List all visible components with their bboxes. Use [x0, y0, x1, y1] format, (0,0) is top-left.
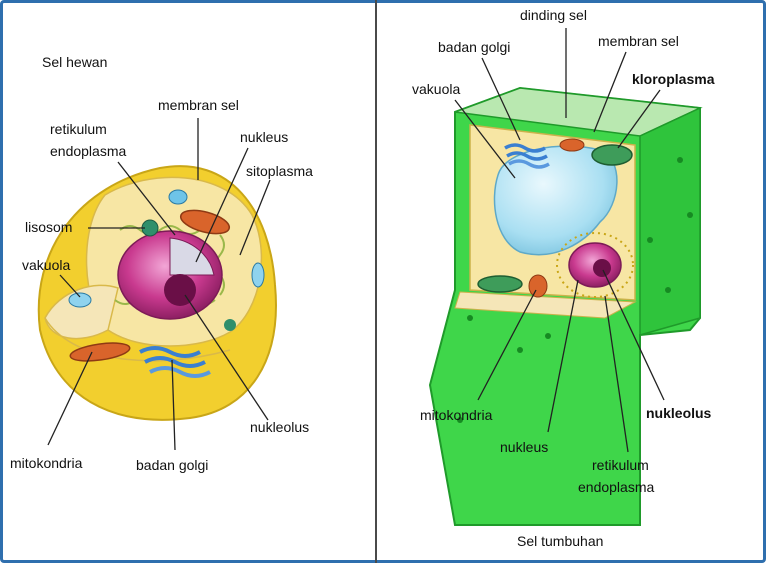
plant-vacuole: [493, 145, 618, 256]
animal-label-vakuola: vakuola: [22, 257, 70, 273]
plant-label-membran-sel: membran sel: [598, 33, 679, 49]
animal-cytoplasm-shelf: [44, 284, 119, 340]
plant-mitochondria-1: [559, 138, 585, 152]
animal-golgi: [139, 346, 211, 378]
plant-cell: [428, 28, 703, 526]
animal-cell: [37, 118, 277, 451]
animal-label-mitokondria: mitokondria: [10, 455, 83, 471]
animal-mitochondria-2: [69, 342, 131, 362]
plant-chloroplast-1: [591, 144, 633, 166]
animal-label-nukleolus: nukleolus: [250, 419, 309, 435]
plant-label-dinding-sel: dinding sel: [520, 7, 587, 23]
animal-label-sitoplasma: sitoplasma: [246, 163, 313, 179]
plant-er: [556, 232, 634, 298]
plant-label-endoplasma: endoplasma: [578, 479, 654, 495]
plant-cell-title: Sel tumbuhan: [517, 533, 603, 549]
plant-mitochondria-2: [528, 274, 548, 298]
animal-cell-title: Sel hewan: [42, 54, 107, 70]
plant-label-badan-golgi: badan golgi: [438, 39, 510, 55]
animal-nucleolus: [164, 274, 196, 306]
animal-label-retikulum: retikulum: [50, 121, 107, 137]
plant-label-mitokondria: mitokondria: [420, 407, 493, 423]
animal-vacuole: [68, 292, 92, 308]
animal-label-lisosom: lisosom: [25, 219, 72, 235]
plant-nucleolus: [593, 259, 611, 277]
animal-label-endoplasma: endoplasma: [50, 143, 126, 159]
animal-label-badan-golgi: badan golgi: [136, 457, 208, 473]
plant-label-retikulum: retikulum: [592, 457, 649, 473]
animal-label-membran-sel: membran sel: [158, 97, 239, 113]
plant-label-nukleus: nukleus: [500, 439, 548, 455]
plant-chloroplast-2: [477, 275, 523, 293]
panel-divider: [375, 0, 377, 563]
plant-label-vakuola: vakuola: [412, 81, 460, 97]
animal-label-nukleus: nukleus: [240, 129, 288, 145]
plant-label-nukleolus: nukleolus: [646, 405, 712, 421]
plant-label-kloroplasma: kloroplasma: [632, 71, 715, 87]
plant-golgi: [504, 143, 550, 169]
